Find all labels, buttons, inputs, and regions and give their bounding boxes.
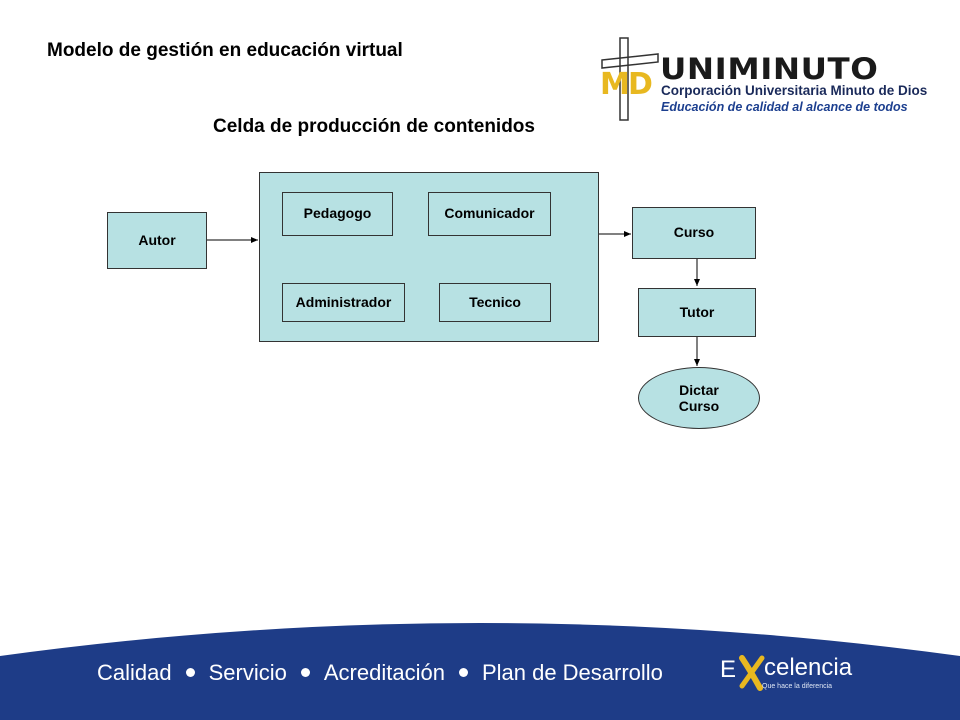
svg-text:M: M: [600, 67, 630, 102]
uniminuto-logo: M D UNIMINUTO Corporación Universitaria …: [598, 36, 933, 122]
tagline-acreditacion: Acreditación: [323, 660, 445, 685]
bullet-icon: [458, 667, 468, 677]
diagram-title: Celda de producción de contenidos: [213, 116, 535, 137]
tagline-plan: Plan de Desarrollo: [481, 660, 663, 685]
md-cross-icon: M D: [600, 37, 659, 121]
node-curso: Curso: [632, 207, 756, 259]
excelencia-logo: E celencia Que hace la diferencia: [720, 652, 860, 694]
node-tutor: Tutor: [638, 288, 756, 337]
excelencia-rest: celencia: [764, 654, 853, 681]
excelencia-subtitle: Que hace la diferencia: [762, 683, 833, 690]
svg-text:D: D: [628, 67, 653, 102]
node-administrador: Administrador: [282, 283, 405, 322]
bullet-icon: [185, 667, 195, 677]
node-autor: Autor: [107, 212, 207, 269]
bullet-icon: [300, 667, 310, 677]
logo-slogan: Educación de calidad al alcance de todos: [661, 100, 908, 114]
tagline-servicio: Servicio: [208, 660, 287, 685]
yellow-x-icon: [739, 655, 765, 691]
tagline-calidad: Calidad: [97, 660, 172, 685]
node-dictar-curso: Dictar Curso: [638, 367, 760, 429]
slide-title: Modelo de gestión en educación virtual: [47, 40, 403, 61]
logo-corporation: Corporación Universitaria Minuto de Dios: [661, 83, 928, 98]
excelencia-e: E: [720, 656, 737, 683]
node-pedagogo: Pedagogo: [282, 192, 393, 236]
logo-brand: UNIMINUTO: [660, 52, 879, 86]
footer-band: [0, 623, 960, 720]
footer-tagline: Calidad Servicio Acreditación Plan de De…: [97, 660, 663, 686]
node-tecnico: Tecnico: [439, 283, 551, 322]
node-comunicador: Comunicador: [428, 192, 551, 236]
